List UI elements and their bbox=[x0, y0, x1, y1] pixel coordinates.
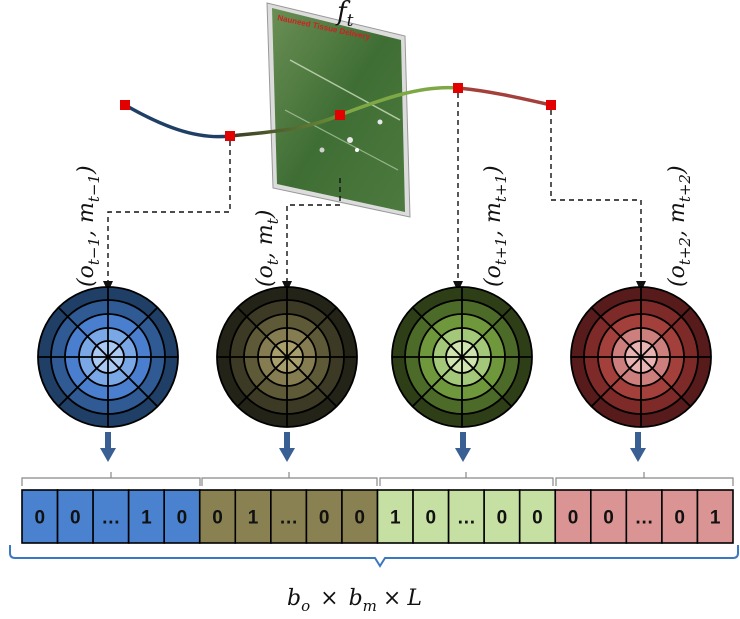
bit-value: 0 bbox=[603, 508, 614, 529]
bit-value: 0 bbox=[70, 508, 81, 529]
group-brace-1 bbox=[21, 472, 201, 486]
bit-value: 1 bbox=[141, 508, 152, 529]
keypoint bbox=[225, 131, 235, 141]
group-braces bbox=[21, 472, 734, 486]
trajectory-segment-2 bbox=[229, 113, 341, 138]
trajectory-segment-4 bbox=[457, 86, 552, 107]
descriptor-labels: (ot−1, mt−1) (ot, mt) (ot+1, mt+1) (ot+2… bbox=[74, 165, 694, 287]
bit-value: 0 bbox=[568, 508, 579, 529]
group-brace-2 bbox=[201, 472, 378, 486]
bit-value: 1 bbox=[710, 508, 721, 529]
histogram-spoke bbox=[236, 306, 338, 408]
bit-value: 0 bbox=[177, 508, 188, 529]
bit-value: … bbox=[279, 508, 298, 529]
bit-cell bbox=[305, 489, 343, 544]
connector-2 bbox=[286, 178, 341, 288]
polar-histogram-4 bbox=[570, 286, 712, 428]
bit-cell bbox=[412, 489, 450, 544]
keypoint bbox=[546, 100, 556, 110]
bit-value: 0 bbox=[212, 508, 223, 529]
frame-label-subscript: t bbox=[347, 11, 354, 31]
connector-1 bbox=[107, 141, 231, 288]
bit-cell bbox=[518, 489, 557, 544]
bit-value: … bbox=[457, 508, 476, 529]
polar-histogram-3 bbox=[391, 286, 533, 428]
group-brace-4 bbox=[555, 472, 734, 486]
bit-cell bbox=[234, 489, 272, 544]
descriptor-label-3: (ot+1, mt+1) bbox=[481, 165, 510, 287]
polar-histogram-1 bbox=[37, 286, 179, 428]
histogram-spoke bbox=[411, 306, 513, 408]
length-label: bo×bm×L bbox=[287, 586, 422, 615]
bit-cell bbox=[625, 489, 663, 544]
keypoint bbox=[453, 83, 463, 93]
down-arrows bbox=[100, 432, 646, 462]
trajectory-segment-3 bbox=[339, 85, 459, 117]
length-brace bbox=[9, 545, 739, 568]
histogram-spoke bbox=[57, 306, 159, 408]
trajectory-segment-1 bbox=[124, 103, 231, 139]
bit-value: 0 bbox=[319, 508, 330, 529]
bit-value: … bbox=[635, 508, 654, 529]
bit-value: 0 bbox=[532, 508, 543, 529]
connector-arrowheads bbox=[103, 281, 646, 292]
bit-value: 0 bbox=[497, 508, 508, 529]
binary-vector: 0 0 … 1 0 0 1 … 0 0 1 0 … 0 0 0 0 … 0 1 bbox=[21, 489, 734, 544]
keypoint bbox=[120, 100, 130, 110]
polar-histograms bbox=[37, 286, 712, 428]
polar-histogram-2 bbox=[216, 286, 358, 428]
descriptor-label-2: (ot, mt) bbox=[253, 210, 282, 287]
keypoint bbox=[335, 110, 345, 120]
connectors bbox=[107, 93, 642, 288]
bit-value: 0 bbox=[674, 508, 685, 529]
bit-cell bbox=[163, 489, 201, 544]
bit-value: 1 bbox=[390, 508, 401, 529]
descriptor-label-4: (ot+2, mt+2) bbox=[665, 165, 694, 287]
bit-value: 1 bbox=[248, 508, 259, 529]
bit-cell bbox=[270, 489, 308, 544]
bit-value: 0 bbox=[34, 508, 45, 529]
down-arrow-1 bbox=[100, 432, 116, 462]
trajectory bbox=[120, 83, 556, 141]
bit-value: … bbox=[101, 508, 120, 529]
bit-cell bbox=[483, 489, 521, 544]
group-brace-3 bbox=[379, 472, 554, 486]
down-arrow-3 bbox=[455, 432, 471, 462]
bit-cell bbox=[696, 489, 734, 544]
connector-4 bbox=[550, 110, 642, 288]
bit-cell bbox=[376, 489, 414, 544]
down-arrow-4 bbox=[630, 432, 646, 462]
bit-cell bbox=[198, 489, 237, 544]
descriptor-label-1: (ot−1, mt−1) bbox=[74, 165, 103, 287]
video-frame: Nauneed Tissue Delivery bbox=[266, 2, 411, 218]
bit-value: 0 bbox=[426, 508, 437, 529]
frame-label: ft bbox=[335, 0, 354, 31]
bit-value: 0 bbox=[354, 508, 365, 529]
down-arrow-2 bbox=[279, 432, 295, 462]
bit-cell bbox=[447, 489, 485, 544]
histogram-spoke bbox=[590, 306, 692, 408]
bit-cell bbox=[589, 489, 628, 544]
